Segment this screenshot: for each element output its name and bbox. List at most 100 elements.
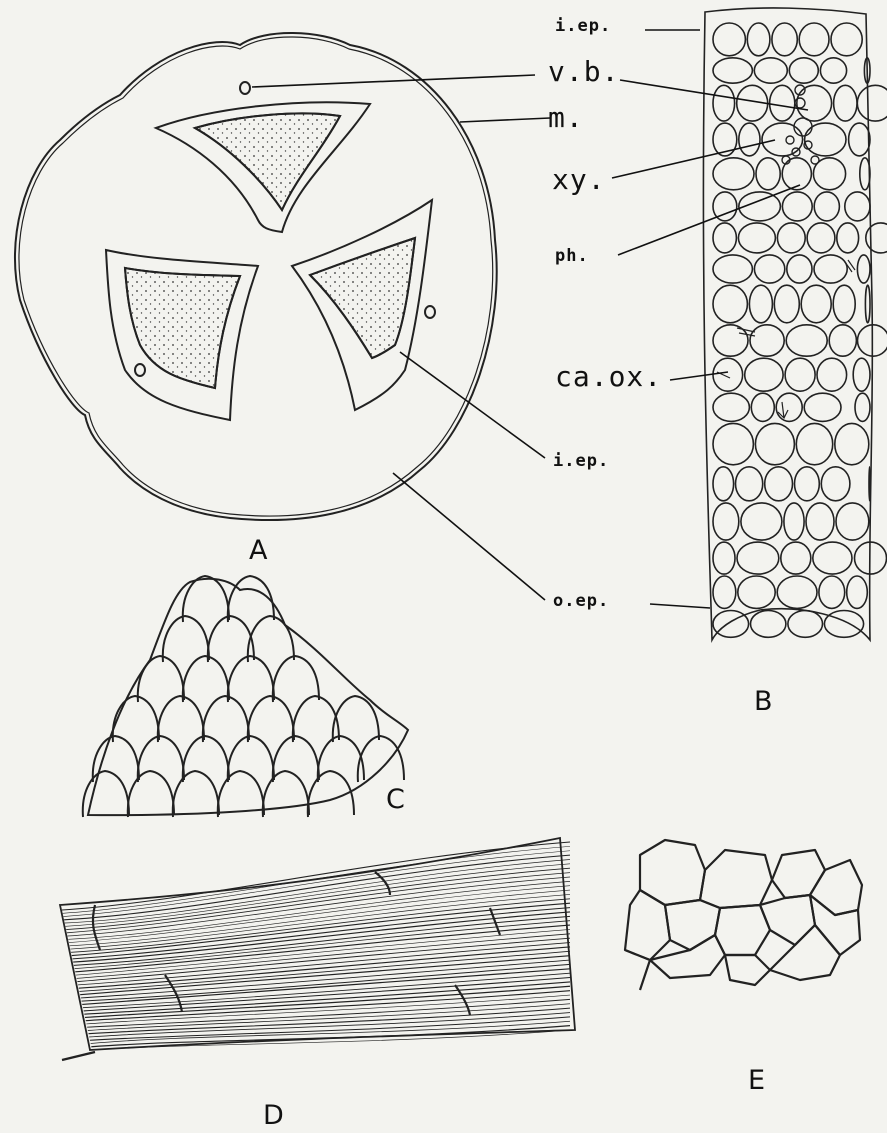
- figure-d-fibres: [60, 838, 575, 1060]
- figure-label-a: A: [249, 537, 267, 564]
- parenchyma-cell: [736, 467, 763, 501]
- parenchyma-cell: [785, 358, 815, 391]
- fibre-striation: [79, 947, 570, 988]
- fibre-striation: [62, 842, 570, 910]
- fibre-striation: [73, 912, 570, 962]
- parenchyma-cell: [821, 467, 850, 501]
- fibre-striation: [67, 873, 570, 933]
- figure-label-d: D: [263, 1102, 284, 1129]
- parenchyma-cell: [713, 58, 752, 83]
- figure-a-cross-section: [15, 33, 497, 520]
- parenchyma-cell: [713, 85, 735, 121]
- epidermal-cell: [158, 696, 204, 742]
- label-phloem: ph.: [555, 248, 589, 265]
- parenchyma-cell: [807, 223, 835, 253]
- parenchyma-cell: [799, 23, 829, 56]
- parenchyma-cell: [713, 285, 747, 323]
- parenchyma-cell: [772, 23, 797, 56]
- parenchyma-cell: [738, 223, 775, 253]
- parenchyma-cell: [713, 467, 734, 501]
- parenchyma-cell: [801, 285, 831, 323]
- parenchyma-cell: [713, 23, 745, 56]
- figure-b-tissue-strip: [703, 8, 887, 640]
- parenchyma-cell: [813, 542, 852, 574]
- figure-label-c: C: [386, 786, 405, 813]
- parenchyma-cell: [739, 123, 760, 156]
- parenchyma-cell: [754, 58, 787, 83]
- parenchyma-cell: [754, 255, 784, 283]
- small-bundle: [135, 364, 145, 376]
- parenchyma-cell: [869, 467, 870, 501]
- parenchyma-cell: [824, 611, 863, 638]
- label-outer-epidermis: o.ep.: [553, 593, 609, 610]
- epidermal-cell: [273, 656, 319, 702]
- fibre-striation: [90, 1017, 570, 1040]
- epidermal-cell: [173, 771, 219, 817]
- parenchyma-cell: [713, 542, 735, 574]
- parenchyma-cell: [737, 542, 779, 574]
- fibre-striation: [89, 1008, 570, 1034]
- parenchyma-cell: [713, 503, 739, 540]
- parenchyma-cell: [756, 158, 780, 190]
- figure-label-b: B: [754, 688, 773, 715]
- parenchyma-cell: [837, 223, 859, 253]
- epidermal-cell: [138, 656, 184, 702]
- parenchyma-cell: [805, 123, 846, 156]
- parenchyma-cell: [713, 358, 743, 391]
- parenchyma-cell: [751, 393, 774, 421]
- parenchyma-cell: [860, 158, 870, 190]
- parenchyma-cell: [777, 223, 805, 253]
- parenchyma-cell: [857, 85, 887, 121]
- parenchyma-cell: [855, 393, 870, 421]
- epidermal-cell: [203, 696, 249, 742]
- fibre-striation: [72, 908, 570, 959]
- parenchyma-cell: [738, 576, 775, 608]
- parenchyma-cell: [755, 423, 794, 464]
- parenchyma-cell: [853, 358, 870, 391]
- parenchyma-cell: [795, 467, 820, 501]
- parenchyma-cell: [747, 23, 770, 56]
- parenchyma-cell: [789, 58, 818, 83]
- parenchyma-cell: [831, 23, 862, 56]
- parenchyma-cell: [787, 255, 812, 283]
- parenchyma-cell: [745, 358, 783, 391]
- parenchyma-cell: [713, 158, 754, 190]
- epidermal-cell: [228, 576, 274, 622]
- fibre-striation: [79, 951, 570, 991]
- parenchyma-cell: [770, 85, 795, 121]
- parenchyma-cell: [849, 123, 870, 156]
- parenchyma-cell: [713, 576, 736, 608]
- parenchyma-cell: [713, 611, 749, 638]
- epidermal-cell: [263, 771, 309, 817]
- parenchyma-cell: [786, 325, 827, 356]
- figure-label-e: E: [748, 1067, 765, 1094]
- figure-c-epidermal-cells: [83, 576, 408, 817]
- parenchyma-cell: [804, 393, 841, 421]
- parenchyma-cell: [833, 285, 855, 323]
- label-inner-epidermis-a: i.ep.: [553, 453, 609, 470]
- label-xylem: xy.: [552, 166, 606, 194]
- parenchyma-cell: [814, 255, 847, 283]
- parenchyma-cell: [814, 192, 839, 221]
- epidermal-cell: [128, 771, 174, 817]
- parenchyma-cell: [713, 393, 749, 421]
- parenchyma-cell: [836, 503, 869, 540]
- parenchyma-cell: [797, 85, 832, 121]
- parenchyma-cell: [806, 503, 834, 540]
- parenchyma-cell: [834, 85, 857, 121]
- parenchyma-cell: [847, 576, 868, 608]
- epidermal-cell: [113, 696, 159, 742]
- small-bundle: [240, 82, 250, 94]
- parenchyma-cell: [819, 576, 845, 608]
- parenchyma-cell: [777, 576, 817, 608]
- parenchyma-cell: [781, 542, 811, 574]
- label-inner-epidermis-top: i.ep.: [555, 18, 611, 35]
- label-vascular-bundle: v.b.: [548, 58, 619, 86]
- parenchyma-cell: [788, 611, 823, 638]
- epidermal-cell: [183, 656, 229, 702]
- parenchyma-cell: [765, 467, 793, 501]
- parenchyma-cell: [817, 358, 847, 391]
- parenchyma-cell: [784, 503, 804, 540]
- parenchyma-cell: [845, 192, 870, 221]
